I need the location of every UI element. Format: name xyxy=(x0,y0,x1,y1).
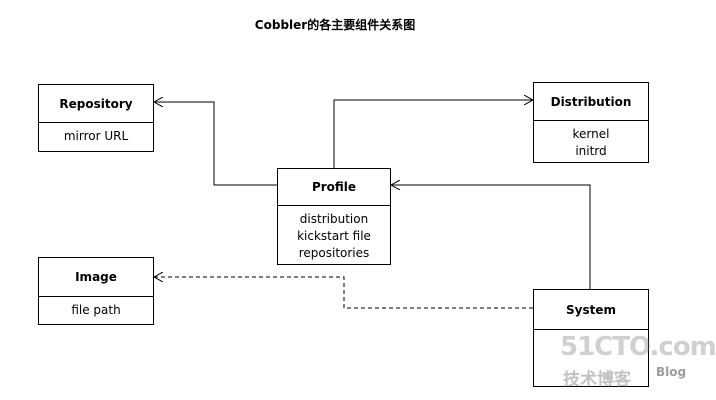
image-attributes: file path xyxy=(39,297,153,319)
connectors xyxy=(0,0,591,309)
watermark-sub-text: 技术博客 xyxy=(563,370,631,390)
system-to-profile-arrow xyxy=(391,185,591,289)
image-attr-file-path: file path xyxy=(71,303,121,317)
watermark-logo: 51CTO.com 技术博客 Blog xyxy=(560,332,716,392)
watermark-blog-text: Blog xyxy=(656,365,687,379)
profile-to-repository-arrow xyxy=(154,102,277,186)
repository-attr-mirror-url: mirror URL xyxy=(63,129,129,143)
distribution-attributes: kernel initrd xyxy=(534,121,648,160)
distribution-attr-initrd: initrd xyxy=(575,144,607,158)
profile-attr-kickstart-file: kickstart file xyxy=(297,229,371,243)
system-to-image-dashed-arrow xyxy=(154,277,533,309)
distribution-attr-kernel: kernel xyxy=(572,127,610,141)
profile-name: Profile xyxy=(278,169,390,206)
diagram-title: Cobbler的各主要组件关系图 xyxy=(254,18,416,32)
profile-to-distribution-arrow xyxy=(333,100,533,168)
distribution-class-box: Distribution kernel initrd xyxy=(533,82,649,163)
repository-name: Repository xyxy=(39,85,153,123)
profile-attr-repositories: repositories xyxy=(298,246,370,260)
image-name: Image xyxy=(39,258,153,297)
repository-class-box: Repository mirror URL xyxy=(38,84,154,152)
system-class-box: System xyxy=(533,289,649,387)
repository-attributes: mirror URL xyxy=(39,123,153,145)
profile-class-box: Profile distribution kickstart file repo… xyxy=(277,168,391,265)
image-class-box: Image file path xyxy=(38,257,154,325)
watermark-main-text: 51CTO.com xyxy=(560,332,716,362)
distribution-name: Distribution xyxy=(534,83,648,121)
profile-attributes: distribution kickstart file repositories xyxy=(278,206,390,262)
profile-attr-distribution: distribution xyxy=(299,212,369,226)
system-name: System xyxy=(534,290,648,330)
